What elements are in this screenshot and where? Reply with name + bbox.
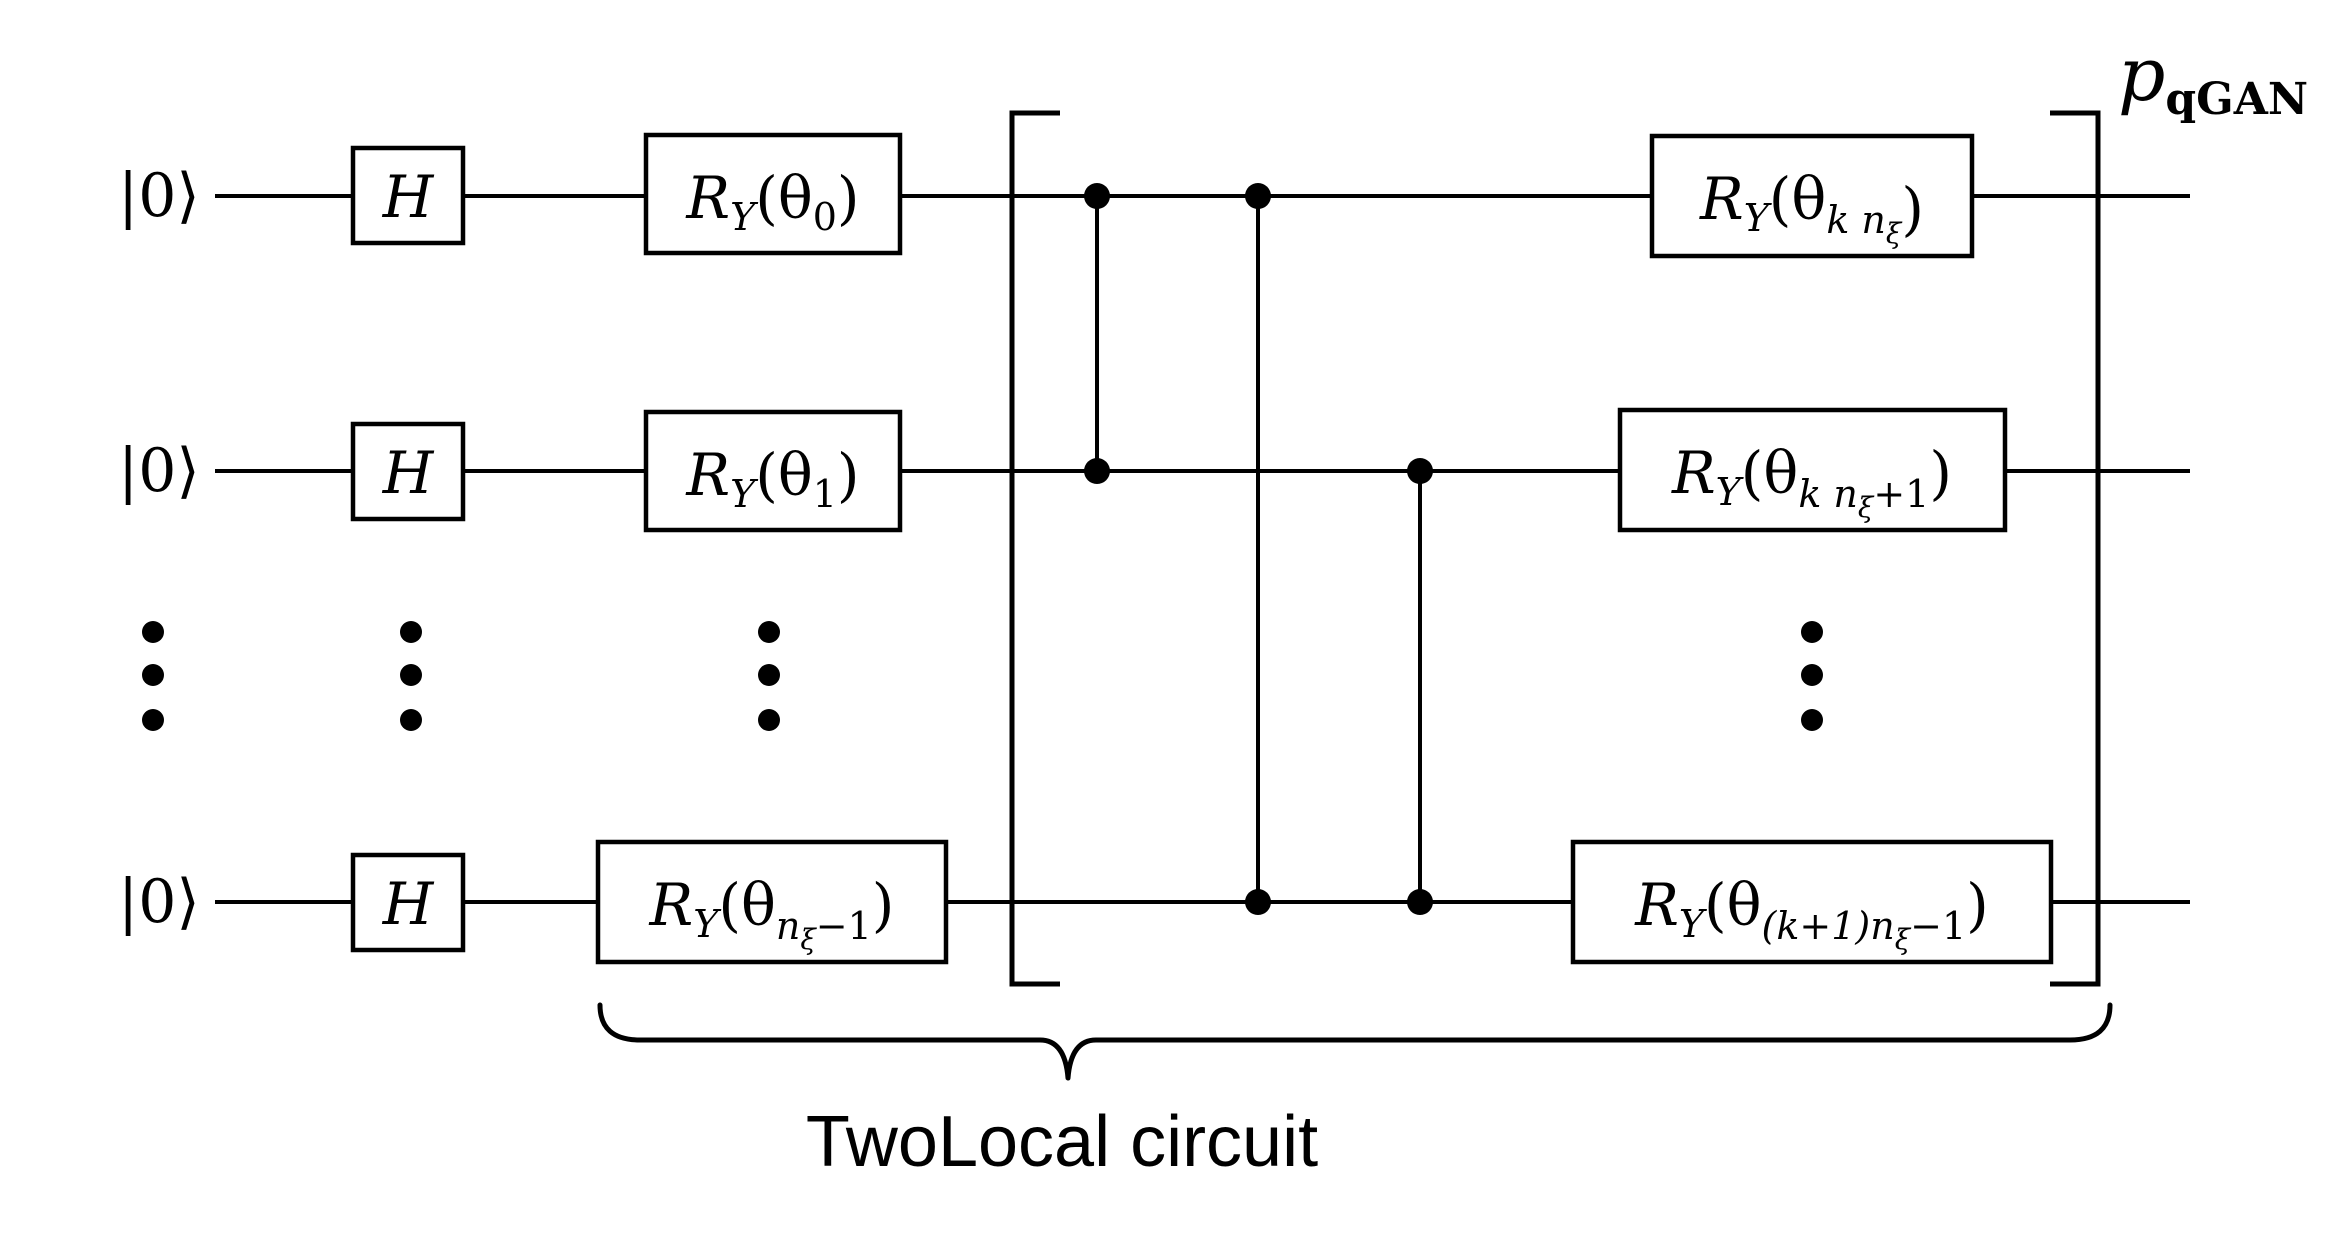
- hadamard-label: H: [382, 870, 435, 938]
- rotation-layer-1: RY(θ0) RY(θ1) RY(θnξ−1): [595, 132, 949, 965]
- svg-text:RY(θ0): RY(θ0): [685, 164, 859, 239]
- ellipsis-hadamard: [400, 621, 422, 731]
- cz-gate-0-last: [1245, 183, 1271, 915]
- svg-text:RY(θnξ−1): RY(θnξ−1): [649, 871, 895, 956]
- right-square-bracket: [2050, 110, 2101, 987]
- qubit-wires: [215, 194, 2190, 904]
- cz-gate-0-1: [1084, 183, 1110, 484]
- cz-gate-1-last: [1407, 458, 1433, 915]
- hadamard-label: H: [382, 439, 435, 507]
- ry-gate-theta-n-minus-1: RY(θnξ−1): [595, 839, 949, 965]
- svg-text:RY(θ(k+1)nξ−1): RY(θ(k+1)nξ−1): [1634, 871, 1989, 956]
- output-distribution-label: pqGAN: [2118, 32, 2308, 125]
- hadamard-gate-last: H: [350, 852, 466, 953]
- hadamard-label: H: [382, 163, 435, 231]
- ry-gate-theta-k-n: RY(θk nξ): [1649, 133, 1975, 259]
- ry-gate-theta-0: RY(θ0): [643, 132, 903, 256]
- twolocal-caption: TwoLocal circuit: [806, 1102, 1318, 1182]
- ellipsis-inputs: [142, 621, 164, 731]
- ry-gate-theta-k-n-plus-1: RY(θk nξ+1): [1617, 407, 2008, 533]
- ellipsis-rotations-1: [758, 621, 780, 731]
- ellipsis-rotations-2: [1801, 621, 1823, 731]
- svg-text:RY(θ1): RY(θ1): [685, 441, 859, 516]
- repetition-brackets: [1009, 110, 2101, 987]
- input-states: |0⟩ |0⟩ |0⟩: [118, 161, 200, 937]
- vertical-ellipses: [142, 621, 1823, 731]
- twolocal-curly-brace: [597, 1002, 2113, 1081]
- hadamard-gate-1: H: [350, 421, 466, 522]
- ry-gate-theta-1: RY(θ1): [643, 409, 903, 533]
- hadamard-layer: H H H: [350, 145, 466, 953]
- input-ket-1: |0⟩: [118, 436, 200, 506]
- ry-gate-theta-k-plus-1-n-minus-1: RY(θ(k+1)nξ−1): [1570, 839, 2054, 965]
- svg-text:RY(θk nξ+1): RY(θk nξ+1): [1671, 439, 1952, 524]
- entangling-layer: [1084, 183, 1433, 915]
- svg-text:RY(θk nξ): RY(θk nξ): [1699, 165, 1924, 250]
- left-square-bracket: [1009, 110, 1060, 987]
- rotation-layer-2: RY(θk nξ) RY(θk nξ+1) RY(θ(k+1)nξ−1): [1570, 133, 2054, 965]
- hadamard-gate-0: H: [350, 145, 466, 246]
- input-ket-0: |0⟩: [118, 161, 200, 231]
- input-ket-last: |0⟩: [118, 867, 200, 937]
